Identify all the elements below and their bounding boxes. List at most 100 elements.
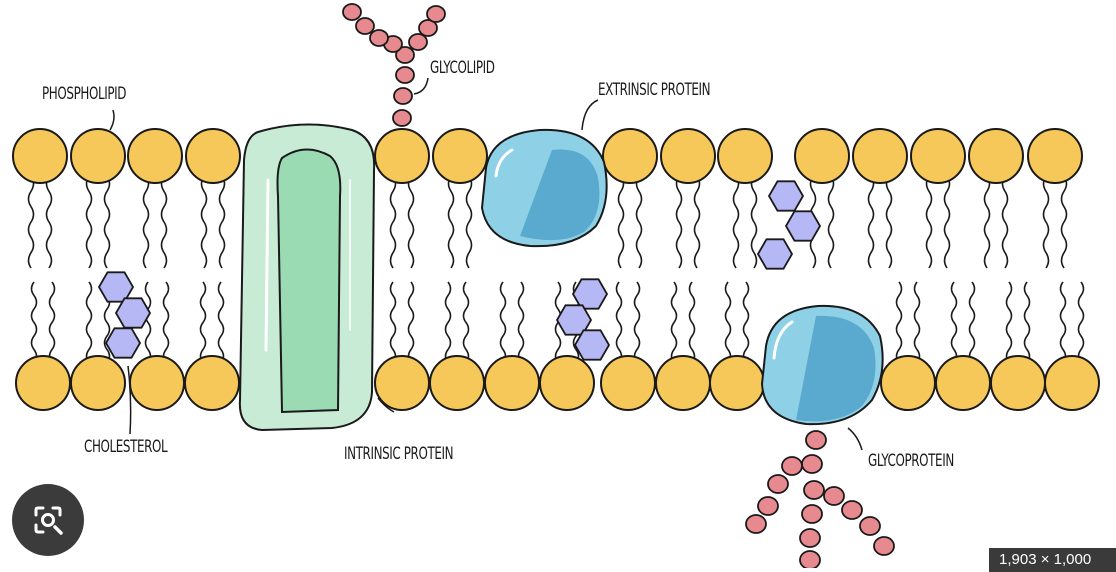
sugar-bead	[426, 5, 446, 23]
arrow-glycolipid	[413, 77, 429, 95]
phospholipid-head	[1027, 128, 1083, 184]
fatty-acid-tail	[447, 175, 455, 269]
extrinsic-protein	[480, 128, 608, 248]
fatty-acid-tail	[85, 175, 93, 269]
arrow-intrinsic-protein	[377, 397, 395, 413]
fatty-acid-tail	[1060, 175, 1068, 269]
fatty-acid-tail	[217, 281, 225, 364]
fatty-acid-tail	[688, 281, 696, 364]
cholesterol-ring	[104, 327, 142, 359]
sugar-bead	[805, 430, 827, 450]
fatty-acid-tail	[407, 281, 415, 364]
arrow-phospholipid	[109, 109, 115, 131]
phospholipid-head	[655, 355, 711, 411]
phospholipid-head	[852, 128, 908, 184]
sugar-bead	[767, 474, 789, 494]
fatty-acid-tail	[827, 175, 835, 269]
fatty-acid-tail	[895, 281, 903, 364]
sugar-chains	[342, 3, 895, 570]
fatty-acid-tail	[670, 281, 678, 364]
fatty-acid-tail	[517, 281, 525, 364]
fatty-acid-tail	[389, 281, 397, 364]
phospholipid-head	[717, 128, 773, 184]
fatty-acid-tail	[218, 175, 226, 269]
cholesterol-ring	[571, 278, 609, 310]
sugar-bead	[873, 536, 895, 556]
phospholipid-head	[935, 355, 991, 411]
phospholipid-head	[968, 128, 1024, 184]
arrow-cholesterol	[127, 365, 132, 435]
arrow-extrinsic-protein	[581, 99, 599, 131]
sugar-bead	[841, 500, 863, 520]
fatty-acid-tail	[633, 281, 641, 364]
fatty-acid-tail	[925, 175, 933, 269]
fatty-acid-tail	[200, 175, 208, 269]
fatty-acid-tail	[48, 281, 56, 364]
sugar-bead	[803, 480, 825, 500]
arrow-glycoprotein	[847, 427, 863, 451]
fatty-acid-tail	[1077, 281, 1085, 364]
fatty-acid-tail	[950, 281, 958, 364]
sugar-bead	[395, 46, 415, 64]
fatty-acid-tail	[983, 175, 991, 269]
phospholipid-head	[15, 355, 71, 411]
fatty-acid-tail	[693, 175, 701, 269]
phospholipid-head	[484, 355, 540, 411]
cholesterol-ring	[767, 180, 805, 212]
lens-search-icon	[34, 506, 63, 535]
cholesterol-ring	[97, 271, 135, 303]
phospholipid-head	[600, 355, 656, 411]
label-glycolipid: GLYCOLIPID	[430, 58, 495, 78]
fatty-acid-tail	[45, 175, 53, 269]
fatty-acid-tail	[199, 281, 207, 364]
sugar-bead	[392, 109, 412, 127]
fatty-acid-tail	[103, 175, 111, 269]
fatty-acid-tail	[160, 175, 168, 269]
fatty-acid-tail	[968, 281, 976, 364]
phospholipid-head	[910, 128, 966, 184]
fatty-acid-tail	[1005, 281, 1013, 364]
sugar-bead	[799, 528, 821, 548]
phospholipid-head	[70, 355, 126, 411]
phospholipid-head	[1044, 355, 1100, 411]
sugar-bead	[395, 66, 415, 84]
label-cholesterol: CHOLESTEROL	[84, 437, 168, 457]
fatty-acid-tail	[1042, 175, 1050, 269]
fatty-acid-tail	[724, 281, 732, 364]
phospholipid-head	[374, 128, 430, 184]
cholesterol-ring	[573, 329, 611, 361]
phospholipid-head	[602, 128, 658, 184]
label-arrows	[109, 77, 863, 451]
sugar-bead	[859, 516, 881, 536]
phospholipid-head	[429, 355, 485, 411]
fatty-acid-tail	[617, 175, 625, 269]
fatty-acid-tail	[635, 175, 643, 269]
fatty-acid-tail	[27, 175, 35, 269]
sugar-bead	[393, 87, 413, 105]
phospholipid-head	[539, 355, 595, 411]
sugar-bead	[355, 17, 375, 35]
sugar-bead	[369, 29, 389, 47]
fatty-acid-tail	[913, 281, 921, 364]
glycoprotein-globule	[760, 304, 884, 426]
fatty-acid-tails	[27, 175, 1085, 364]
fatty-acid-tail	[444, 281, 452, 364]
fatty-acid-tail	[750, 175, 758, 269]
sugar-bead	[799, 550, 821, 570]
fatty-acid-tail	[389, 175, 397, 269]
fatty-acid-tail	[465, 175, 473, 269]
sugar-bead	[745, 514, 767, 534]
cholesterol-ring	[756, 238, 794, 270]
fatty-acid-tail	[162, 281, 170, 364]
fatty-acid-tail	[462, 281, 470, 364]
sugar-bead	[418, 19, 438, 37]
sugar-bead	[801, 504, 823, 524]
phospholipid-head	[432, 128, 488, 184]
phospholipid-head	[660, 128, 716, 184]
fatty-acid-tail	[30, 281, 38, 364]
phospholipid-heads	[12, 128, 1100, 411]
lens-search-button[interactable]	[12, 484, 84, 556]
image-dimensions-badge: 1,903 × 1,000	[989, 548, 1116, 572]
